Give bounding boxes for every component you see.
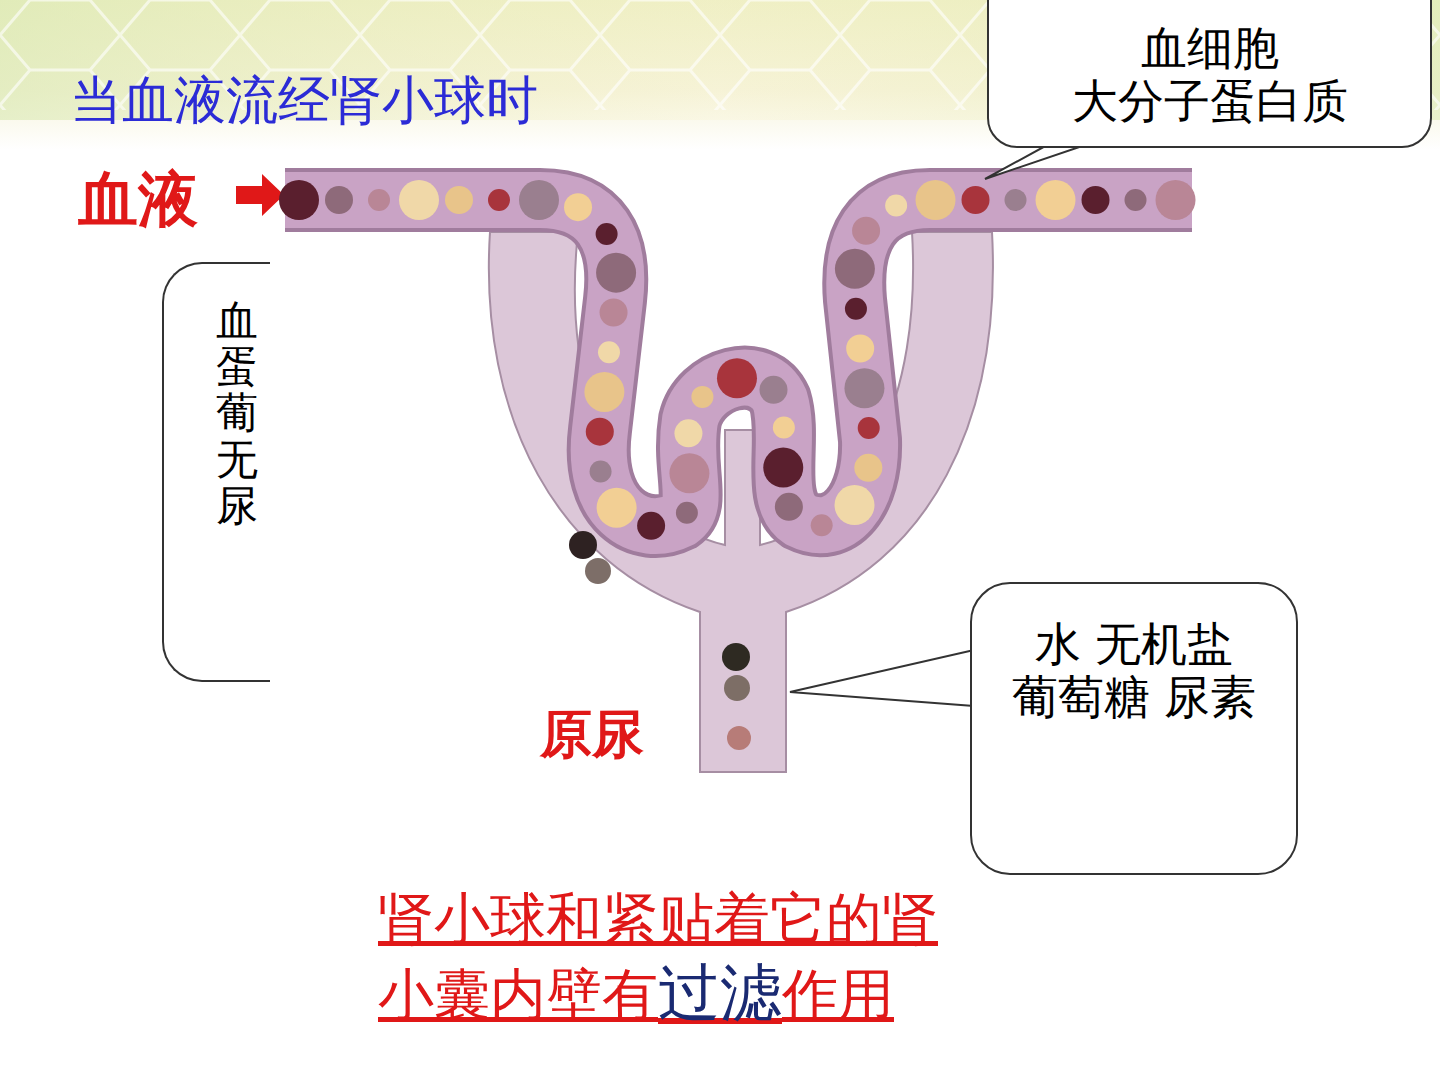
callout-text: 血细胞 大分子蛋白质 [1005, 22, 1414, 128]
flow-arrow [236, 174, 284, 216]
renal-capsule [489, 232, 993, 772]
blood-cell [773, 417, 795, 439]
blood-cell [669, 453, 709, 493]
blood-cell [598, 341, 620, 363]
callout-text: 水 无机盐 葡萄糖 尿素 [988, 618, 1280, 724]
vessel-wall [285, 200, 1192, 526]
filtrate-particle [585, 558, 611, 584]
blood-cell [596, 223, 618, 245]
retained-callout: 血细胞 大分子蛋白质 [987, 0, 1432, 148]
blood-cell [717, 358, 757, 398]
blood-cell [835, 485, 875, 525]
blood-cells [279, 180, 1196, 540]
blood-cell [852, 217, 880, 245]
blood-cell [584, 372, 624, 412]
blood-cell [775, 493, 803, 521]
blood-cell [368, 189, 390, 211]
blood-cell [586, 418, 614, 446]
callout-tail [790, 650, 974, 706]
blood-cell [676, 502, 698, 524]
filtrate-label: 原尿 [540, 700, 644, 770]
blood-cell [691, 386, 713, 408]
blood-cell [854, 454, 882, 482]
filtrate-callout: 水 无机盐 葡萄糖 尿素 [970, 582, 1298, 875]
blood-cell [916, 180, 956, 220]
blood-cell [835, 249, 875, 289]
filtrate-particle [722, 643, 750, 671]
blood-cell [845, 298, 867, 320]
blood-cell [846, 334, 874, 362]
blood-cell [600, 298, 628, 326]
blood-cell [279, 180, 319, 220]
blood-cell [844, 368, 884, 408]
blood-cell [596, 253, 636, 293]
blood-cell [1036, 180, 1076, 220]
blood-cell [564, 193, 592, 221]
blood-cell [445, 186, 473, 214]
blood-content-box: 血 蛋 葡 无 尿 [162, 262, 270, 682]
filtrate-particle [724, 675, 750, 701]
filtrate-particle [569, 531, 597, 559]
glomerulus-vessel [285, 200, 1192, 526]
blood-cell [1125, 189, 1147, 211]
blood-cell [399, 180, 439, 220]
blood-cell [637, 512, 665, 540]
blood-cell [488, 189, 510, 211]
blood-cell [1156, 180, 1196, 220]
slide-title: 当血液流经肾小球时 [70, 66, 538, 136]
blood-cell [858, 417, 880, 439]
blood-cell [519, 180, 559, 220]
blood-cell [1082, 186, 1110, 214]
caption-block: 肾小球和紧贴着它的肾小囊内壁有过滤作用 [378, 884, 988, 1032]
callout-text: 血 蛋 葡 无 尿 [216, 298, 258, 529]
blood-cell [962, 186, 990, 214]
blood-cell [597, 488, 637, 528]
caption-text: 作用 [782, 962, 894, 1027]
blood-cell [811, 514, 833, 536]
blood-cell [674, 419, 702, 447]
filtrate-particle [727, 726, 751, 750]
blood-cell [325, 186, 353, 214]
blood-cell [885, 195, 907, 217]
blood-cell [590, 461, 612, 483]
blood-label: 血液 [78, 160, 198, 241]
caption-keyword: 过滤 [658, 956, 782, 1029]
top-band [0, 0, 1440, 150]
blood-cell [1005, 189, 1027, 211]
blood-cell [760, 376, 788, 404]
blood-cell [763, 448, 803, 488]
